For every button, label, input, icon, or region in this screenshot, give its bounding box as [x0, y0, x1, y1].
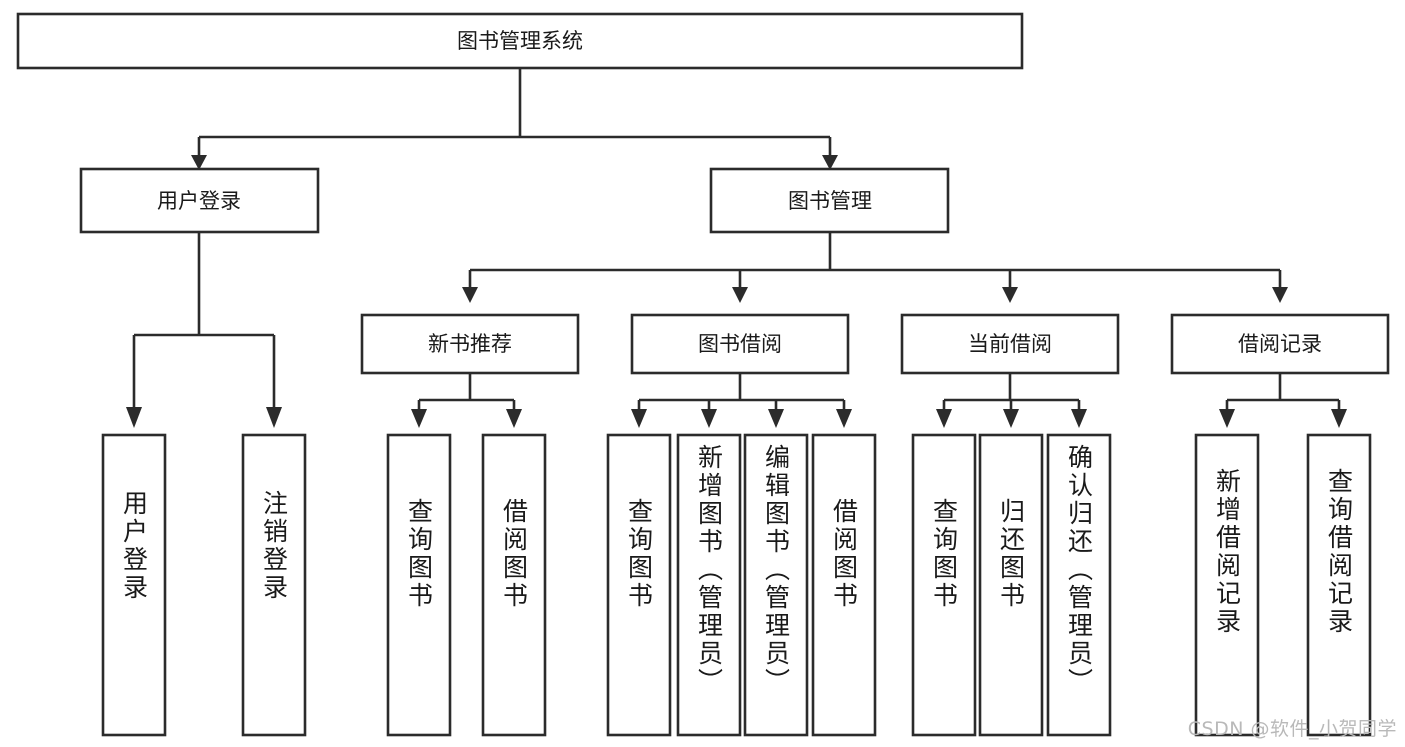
arrowhead-leaf-query-borrow-record — [1331, 409, 1347, 428]
node-borrow-record-label: 借阅记录 — [1238, 332, 1322, 356]
arrowhead-leaf-confirm-return-admin — [1071, 409, 1087, 428]
node-book-management-label: 图书管理 — [788, 189, 872, 213]
node-book-borrow[interactable]: 图书借阅 — [630, 313, 850, 375]
node-leaf-borrow-book-box[interactable] — [811, 433, 877, 737]
arrowhead-leaf-borrow-book-rec — [506, 409, 522, 428]
node-book-borrow-label: 图书借阅 — [698, 332, 782, 356]
node-root-box[interactable] — [16, 12, 1024, 70]
arrowhead-leaf-add-book-admin — [701, 409, 717, 428]
node-user-login[interactable]: 用户登录 — [79, 167, 320, 234]
connector-book-management-trunk — [468, 232, 1282, 288]
connector-layer — [126, 68, 1347, 428]
node-current-borrow[interactable]: 当前借阅 — [900, 313, 1120, 375]
arrowhead-leaf-user-login — [126, 407, 142, 428]
node-leaf-query-book-rec-box[interactable] — [386, 433, 452, 737]
node-new-book-recommend-label: 新书推荐 — [428, 332, 512, 356]
arrowhead-to-borrow-record — [1272, 287, 1288, 303]
node-borrow-record-box[interactable] — [1170, 313, 1390, 375]
node-leaf-logout-box[interactable] — [241, 433, 307, 737]
arrowhead-to-book-management — [822, 155, 838, 170]
arrowhead-leaf-add-borrow-record — [1219, 409, 1235, 428]
connector-current-borrow-leaves — [942, 373, 1081, 410]
node-leaf-edit-book-admin-box[interactable] — [743, 433, 809, 737]
node-leaf-borrow-book-rec-box[interactable] — [481, 433, 547, 737]
node-leaf-add-book-admin-box[interactable] — [676, 433, 742, 737]
node-user-login-label: 用户登录 — [157, 189, 241, 213]
arrowhead-leaf-borrow-book — [836, 409, 852, 428]
node-new-book-recommend[interactable]: 新书推荐 — [360, 313, 580, 375]
arrowhead-leaf-query-book-rec — [411, 409, 427, 428]
connector-borrow-record-leaves — [1225, 373, 1341, 410]
arrowhead-to-current-borrow — [1002, 287, 1018, 303]
connector-new-book-recommend-leaves — [417, 373, 516, 410]
arrowhead-leaf-edit-book-admin — [768, 409, 784, 428]
arrowhead-to-user-login — [191, 155, 207, 170]
connector-user-login-leaves — [132, 232, 276, 408]
node-user-login-box[interactable] — [79, 167, 320, 234]
node-borrow-record[interactable]: 借阅记录 — [1170, 313, 1390, 375]
arrowhead-to-new-book-recommend — [462, 287, 478, 303]
node-current-borrow-box[interactable] — [900, 313, 1120, 375]
arrowhead-leaf-logout — [266, 407, 282, 428]
connector-root-trunk — [197, 68, 832, 156]
node-leaf-return-book-box[interactable] — [978, 433, 1044, 737]
node-leaf-user-login-box[interactable] — [101, 433, 167, 737]
node-book-borrow-box[interactable] — [630, 313, 850, 375]
node-book-management-box[interactable] — [709, 167, 950, 234]
node-book-management[interactable]: 图书管理 — [709, 167, 950, 234]
node-leaf-query-book-box[interactable] — [606, 433, 672, 737]
arrowhead-to-book-borrow — [732, 287, 748, 303]
leaf-node-layer — [101, 433, 1372, 737]
node-root-label: 图书管理系统 — [457, 29, 583, 53]
watermark-text: CSDN @软件_小贺同学 — [1187, 718, 1397, 740]
arrowhead-leaf-return-book — [1003, 409, 1019, 428]
node-current-borrow-label: 当前借阅 — [968, 332, 1052, 356]
node-leaf-query-borrow-record-box[interactable] — [1306, 433, 1372, 737]
node-leaf-add-borrow-record-box[interactable] — [1194, 433, 1260, 737]
node-new-book-recommend-box[interactable] — [360, 313, 580, 375]
node-leaf-confirm-return-admin-box[interactable] — [1046, 433, 1112, 737]
node-root[interactable]: 图书管理系统 — [16, 12, 1024, 70]
arrowhead-leaf-query-book — [631, 409, 647, 428]
node-leaf-query-book-current-box[interactable] — [911, 433, 977, 737]
arrowhead-leaf-query-book-current — [936, 409, 952, 428]
connector-book-borrow-leaves — [637, 373, 846, 410]
